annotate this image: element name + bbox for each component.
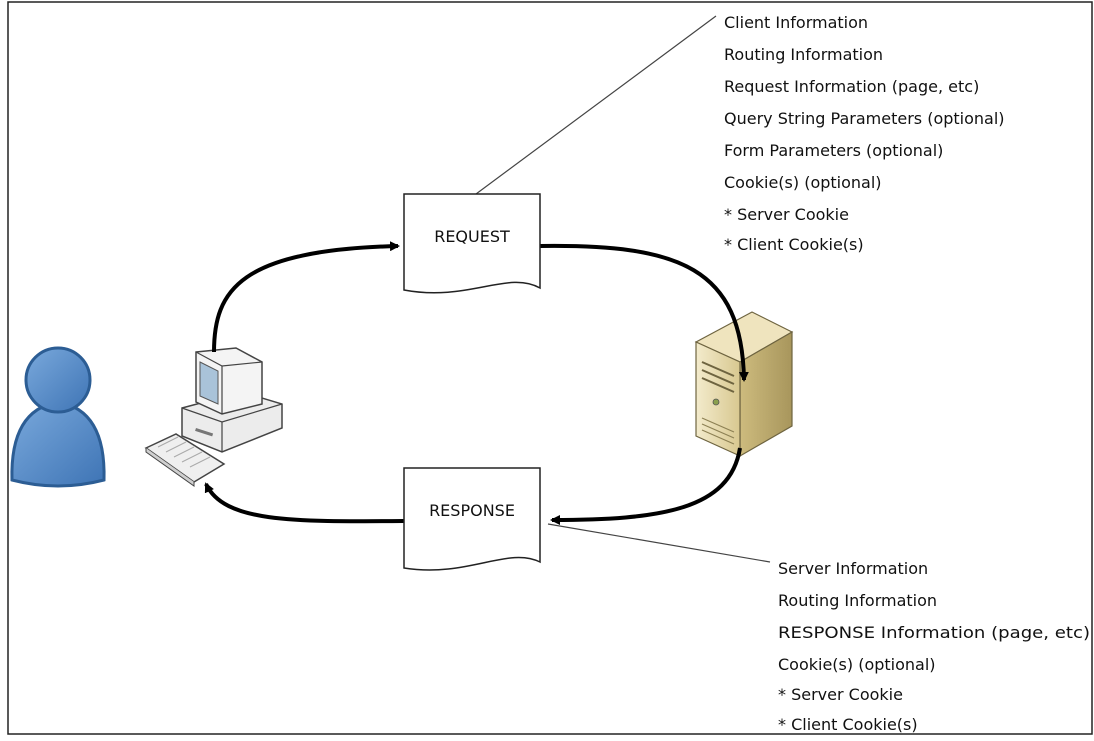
request-detail-item: * Server Cookie: [724, 205, 849, 224]
request-document-shape: [403, 193, 541, 294]
request-document: REQUEST: [403, 193, 541, 294]
response-document-label: RESPONSE: [429, 501, 515, 520]
response-detail-item: Cookie(s) (optional): [778, 655, 936, 674]
request-document-label: REQUEST: [434, 227, 510, 246]
response-detail-item: * Server Cookie: [778, 685, 903, 704]
request-callout-line: [475, 15, 717, 195]
request-detail-item: Form Parameters (optional): [724, 141, 943, 160]
request-detail-item: Query String Parameters (optional): [724, 109, 1005, 128]
user-icon: [10, 346, 106, 488]
response-detail-item: Server Information: [778, 559, 928, 578]
request-detail-item: Routing Information: [724, 45, 883, 64]
diagram-border: [7, 1, 1093, 735]
server-tower-icon: [694, 311, 794, 458]
response-document: RESPONSE: [403, 467, 541, 571]
response-details-list: Server Information Routing Information R…: [778, 559, 1090, 734]
response-to-client-arrow: [204, 482, 405, 524]
request-details-list: Client Information Routing Information R…: [724, 13, 1005, 254]
response-detail-item: RESPONSE Information (page, etc): [778, 623, 1090, 642]
request-detail-item: * Client Cookie(s): [724, 235, 864, 254]
request-detail-item: Cookie(s) (optional): [724, 173, 882, 192]
request-detail-item: Request Information (page, etc): [724, 77, 979, 96]
response-callout-line: [547, 523, 771, 563]
response-detail-item: Routing Information: [778, 591, 937, 610]
response-document-shape: [403, 467, 541, 571]
response-detail-item: * Client Cookie(s): [778, 715, 918, 734]
server-to-response-arrow: [550, 447, 742, 525]
request-detail-item: Client Information: [724, 13, 868, 32]
request-to-server-arrow: [539, 243, 749, 382]
client-to-request-arrow: [212, 241, 400, 353]
desktop-computer-icon: [144, 347, 283, 487]
